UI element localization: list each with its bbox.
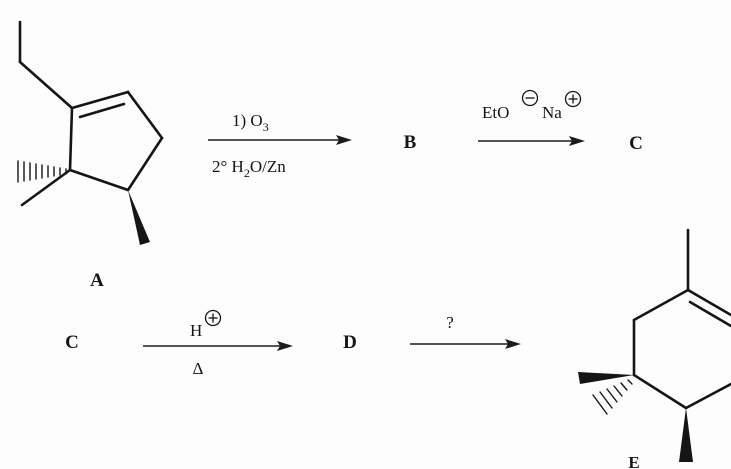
reaction-arrow-3 <box>143 341 293 351</box>
solid-wedge-methyl <box>578 372 634 384</box>
ring-bond <box>684 382 731 410</box>
label-e: E <box>628 453 639 469</box>
negative-charge-icon <box>521 89 539 107</box>
step3-heat-symbol: Δ <box>193 359 204 378</box>
hashed-wedge-methyl <box>17 160 67 183</box>
label-d: D <box>343 332 357 353</box>
label-b: B <box>404 132 417 153</box>
methyl-bond <box>20 168 72 207</box>
step2-reagent-ethoxide: EtO <box>482 103 509 122</box>
solid-wedge-methyl <box>679 408 693 462</box>
positive-charge-icon <box>204 309 222 327</box>
step3-reagent-acid: H <box>190 321 202 340</box>
label-a: A <box>90 270 104 291</box>
label-c-bottom: C <box>65 332 79 353</box>
ring-bond <box>632 288 690 322</box>
solid-wedge-methyl <box>128 190 150 245</box>
reaction-arrow-4 <box>410 339 521 349</box>
step2-reagent-sodium: Na <box>542 103 562 122</box>
reaction-arrow-2 <box>478 136 585 146</box>
ring-bond <box>632 373 688 410</box>
ring-bond-c5-c1 <box>68 168 130 192</box>
step1-reagent-workup: 2° H2O/Zn <box>212 157 286 180</box>
ring-bond-c1-c2 <box>68 106 74 172</box>
compound-e-structure <box>578 228 731 462</box>
step4-unknown-reagent: ? <box>446 313 454 332</box>
ring-bond-c4-c5 <box>126 136 164 192</box>
ring-bond-c3-c4 <box>126 90 164 140</box>
reaction-arrow-1 <box>208 135 352 145</box>
ring-double-bond-inner <box>688 300 731 328</box>
positive-charge-icon <box>564 90 582 108</box>
label-c-top: C <box>629 133 643 154</box>
ring-double-bond-outer <box>70 90 130 110</box>
ethyl-bond <box>18 60 74 110</box>
step1-reagent-ozone: 1) O3 <box>232 111 269 134</box>
ring-double-bond-inner <box>78 102 126 119</box>
hashed-wedge-methyl <box>592 379 633 415</box>
ring-double-bond-outer <box>686 288 731 317</box>
compound-a-structure <box>17 20 164 245</box>
